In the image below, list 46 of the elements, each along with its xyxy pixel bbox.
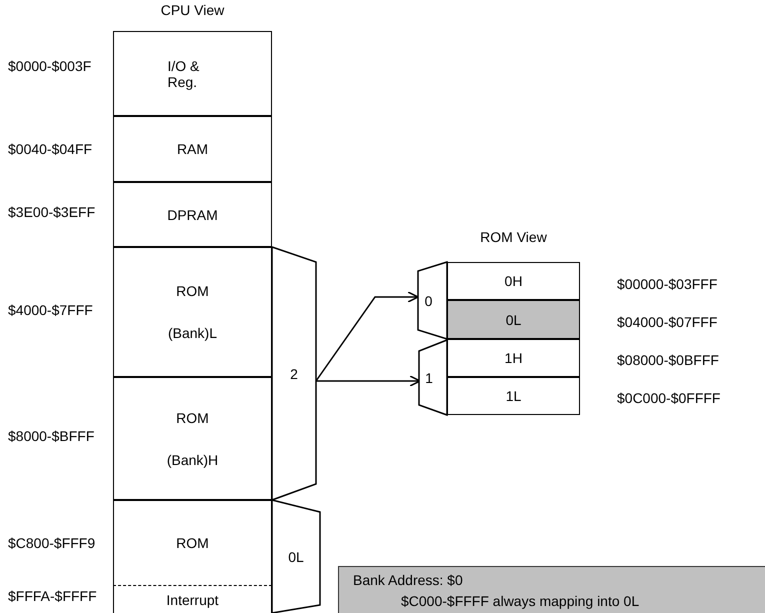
block-label: I/O & Reg. (168, 58, 200, 90)
address-range: $FFFA-$FFFF (8, 588, 97, 604)
multiplexer-shape (419, 340, 447, 415)
memory-block (113, 247, 272, 377)
block-label: DPRAM (167, 206, 218, 222)
memory-block (113, 377, 272, 500)
block-label: (Bank)H (166, 452, 218, 468)
address-range: $0000-$003F (8, 58, 92, 74)
memory-block (113, 585, 272, 613)
address-range: $4000-$7FFF (8, 302, 93, 318)
mux-label: 0 (424, 292, 432, 308)
memory-block (113, 182, 272, 247)
block-label: ROM (176, 410, 209, 426)
address-range: $8000-$BFFF (8, 428, 94, 444)
arrow (316, 375, 421, 387)
block-label: 1L (506, 388, 522, 404)
memory-block (113, 116, 272, 182)
mux-label: 2 (290, 366, 298, 382)
block-label: (Bank)L (168, 325, 218, 341)
mux-label: 1 (425, 370, 433, 386)
arrow (315, 291, 419, 382)
multiplexer-shape (418, 262, 447, 339)
multiplexer-shape (272, 500, 320, 613)
multiplexer-shape (272, 247, 316, 500)
address-range: $08000-$0BFFF (617, 352, 719, 368)
note-text: $C000-$FFFF always mapping into 0L (401, 593, 640, 609)
address-range: $C800-$FFF9 (8, 535, 96, 551)
address-range: $3E00-$3EFF (8, 204, 96, 220)
view-title: ROM View (479, 229, 548, 245)
block-label: 1H (504, 350, 522, 366)
block-label: ROM (176, 283, 209, 299)
block-label: 0L (506, 312, 522, 328)
block-label: RAM (176, 141, 208, 157)
memory-block (113, 31, 272, 116)
address-range: $0040-$04FF (8, 141, 92, 157)
address-range: $00000-$03FFF (617, 276, 718, 292)
note-text: Bank Address: $0 (353, 572, 463, 588)
address-range: $04000-$07FFF (617, 314, 718, 330)
address-range: $0C000-$0FFFF (617, 390, 720, 406)
mux-label: 0L (288, 548, 304, 564)
memory-block (447, 300, 580, 339)
view-title: CPU View (160, 2, 226, 18)
block-label: Interrupt (166, 592, 219, 608)
block-label: ROM (176, 535, 209, 551)
block-label: 0H (504, 273, 522, 289)
note-box (338, 566, 765, 613)
